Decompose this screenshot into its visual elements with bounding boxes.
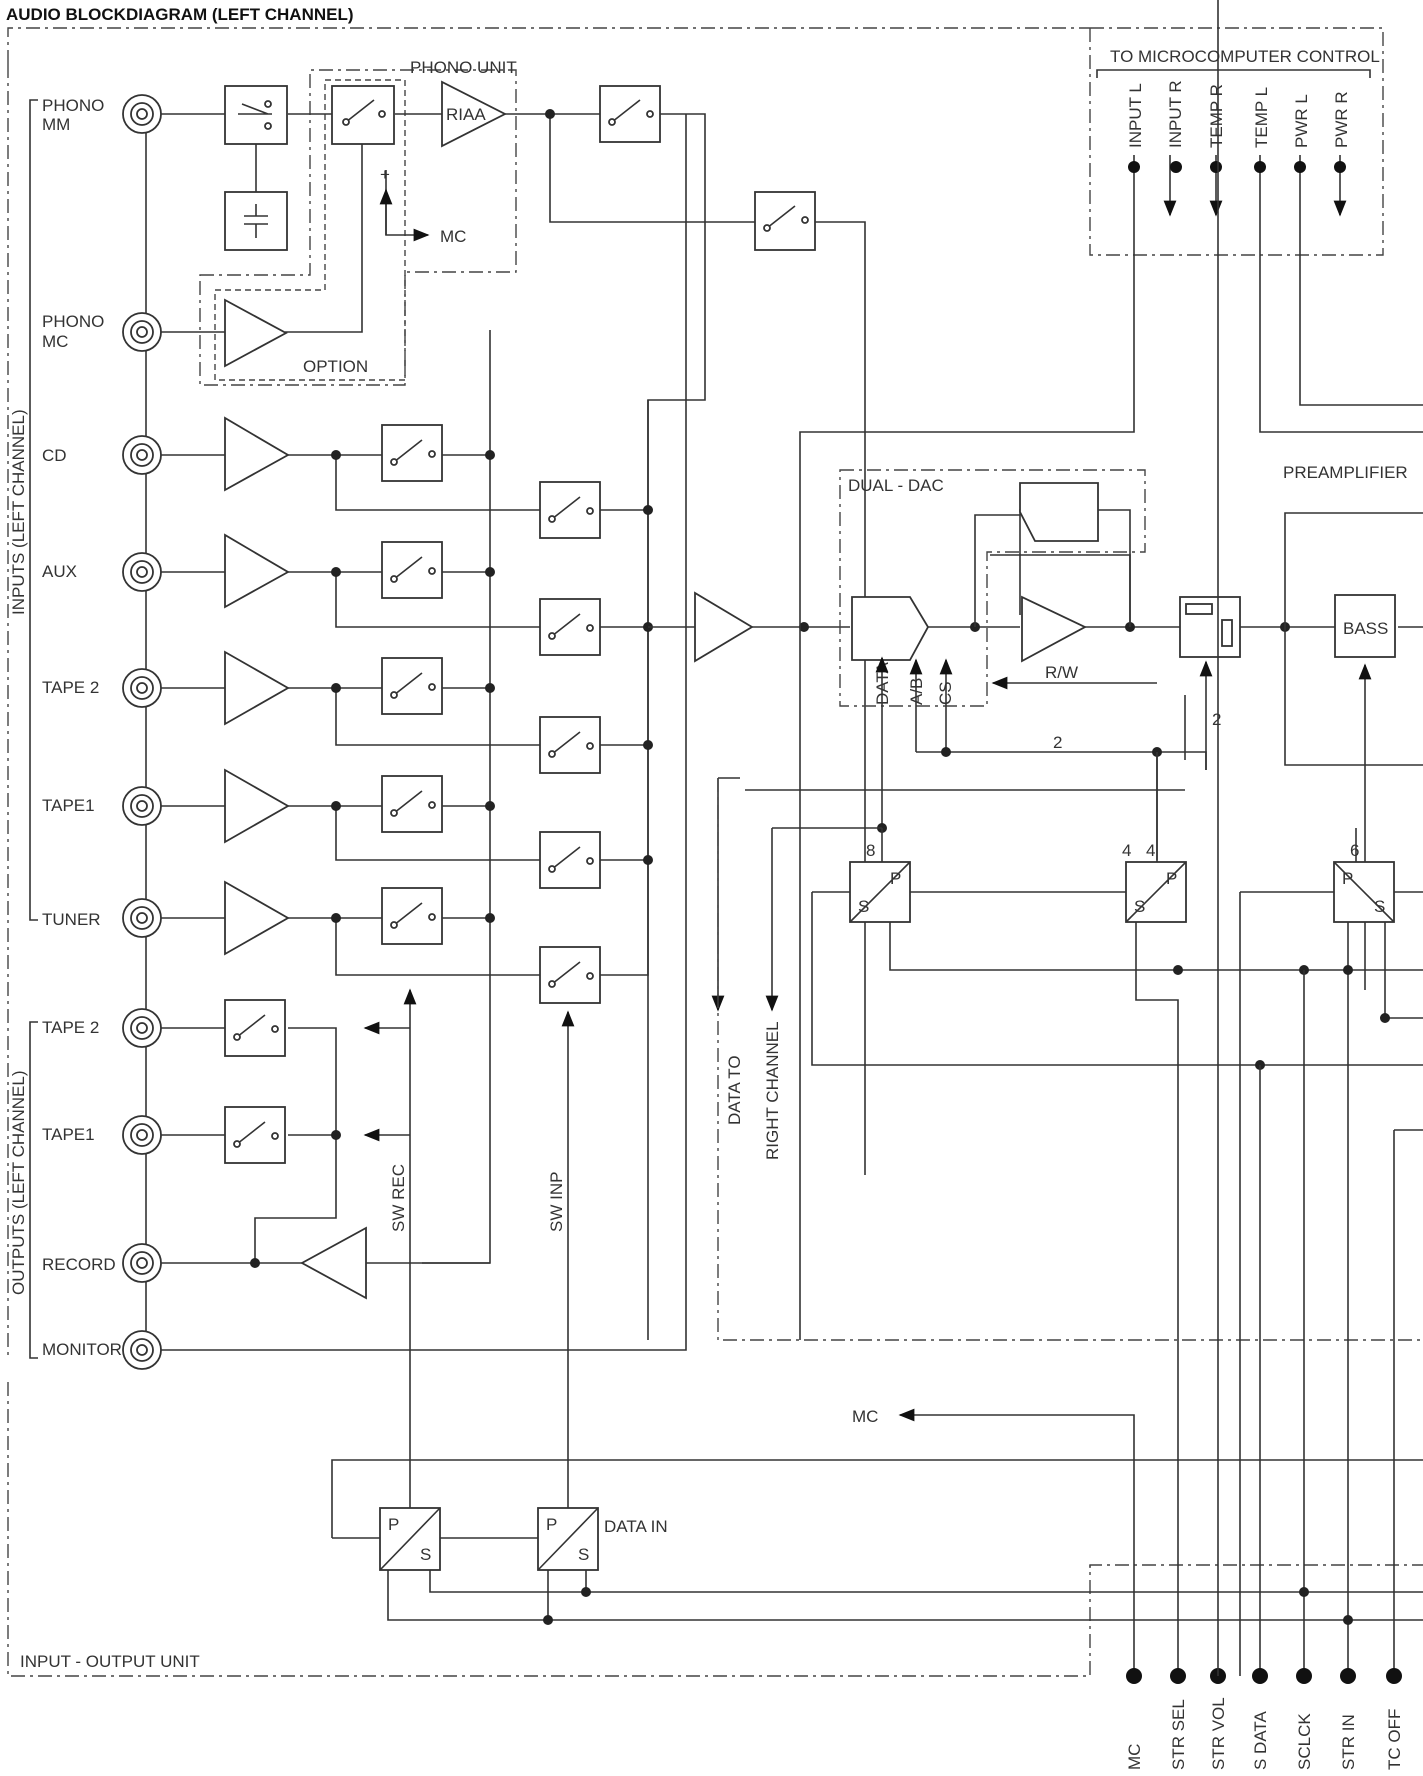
right-channel-label: RIGHT CHANNEL bbox=[763, 1021, 782, 1160]
micro-label: TO MICROCOMPUTER CONTROL bbox=[1110, 47, 1380, 66]
bass-block bbox=[1334, 594, 1396, 658]
svg-text:S: S bbox=[1134, 897, 1145, 916]
svg-text:SCLCK: SCLCK bbox=[1295, 1713, 1314, 1770]
svg-text:STR VOL: STR VOL bbox=[1209, 1697, 1228, 1770]
input-label-phono-mm2: MM bbox=[42, 115, 70, 134]
input-label-phono-mc2: MC bbox=[42, 332, 68, 351]
svg-text:P: P bbox=[1342, 869, 1353, 888]
mc-label: MC bbox=[440, 227, 466, 246]
rw-amp bbox=[1021, 595, 1087, 663]
svg-text:6: 6 bbox=[1350, 841, 1359, 860]
svg-text:PWR R: PWR R bbox=[1332, 91, 1351, 148]
data-to-label: DATA TO bbox=[725, 1055, 744, 1125]
input-label-phono: PHONO bbox=[42, 96, 104, 115]
num-2b: 2 bbox=[1212, 710, 1221, 729]
bus-terminals bbox=[1126, 1668, 1402, 1684]
svg-text:TC OFF: TC OFF bbox=[1385, 1709, 1404, 1770]
outputs-side-label: OUTPUTS (LEFT CHANNEL) bbox=[9, 1071, 28, 1296]
dac-a bbox=[851, 596, 930, 661]
svg-text:P: P bbox=[546, 1515, 557, 1534]
input-label-aux: AUX bbox=[42, 562, 77, 581]
option-label: OPTION bbox=[303, 357, 368, 376]
diagram-title: AUDIO BLOCKDIAGRAM (LEFT CHANNEL) bbox=[6, 5, 354, 24]
sw-inp-label: SW INP bbox=[547, 1172, 566, 1232]
svg-text:TEMP R: TEMP R bbox=[1207, 84, 1226, 148]
svg-text:P: P bbox=[890, 869, 901, 888]
output-label-record: RECORD bbox=[42, 1255, 116, 1274]
io-unit-label: INPUT - OUTPUT UNIT bbox=[20, 1652, 200, 1671]
dac-b bbox=[1019, 482, 1099, 542]
inputs-side-label: INPUTS (LEFT CHANNEL) bbox=[9, 409, 28, 615]
input-output-unit-border bbox=[7, 27, 1423, 1677]
svg-text:MC: MC bbox=[1125, 1744, 1144, 1770]
mc-preamp bbox=[224, 298, 288, 368]
micro-top-dots bbox=[1128, 161, 1346, 173]
svg-text:INPUT L: INPUT L bbox=[1126, 83, 1145, 148]
num-2a: 2 bbox=[1053, 733, 1062, 752]
riaa-label: RIAA bbox=[446, 105, 486, 124]
bus-bottom-labels: MC STR SEL STR VOL S DATA SCLCK STR IN T… bbox=[1125, 1697, 1404, 1770]
input-label-tape2: TAPE 2 bbox=[42, 678, 99, 697]
output-label-tape1: TAPE1 bbox=[42, 1125, 95, 1144]
svg-text:4: 4 bbox=[1146, 841, 1155, 860]
svg-text:4: 4 bbox=[1122, 841, 1131, 860]
microcomputer-box bbox=[1089, 27, 1384, 256]
svg-text:8: 8 bbox=[866, 841, 875, 860]
svg-text:P: P bbox=[1166, 869, 1177, 888]
phono-unit-border bbox=[199, 69, 517, 386]
svg-text:S: S bbox=[420, 1545, 431, 1564]
phono-mm-switch bbox=[224, 85, 288, 145]
input-label-phono-mc: PHONO bbox=[42, 312, 104, 331]
dual-dac-border bbox=[839, 469, 1146, 707]
svg-text:S DATA: S DATA bbox=[1251, 1710, 1270, 1770]
output-label-monitor: MONITOR bbox=[42, 1340, 122, 1359]
svg-text:INPUT R: INPUT R bbox=[1166, 80, 1185, 148]
option-border bbox=[214, 79, 406, 381]
input-label-cd: CD bbox=[42, 446, 67, 465]
phono-unit-label: PHONO UNIT bbox=[410, 58, 517, 77]
data-in-label: DATA IN bbox=[604, 1517, 668, 1536]
rw-label: R/W bbox=[1045, 663, 1078, 682]
preamp-label: PREAMPLIFIER bbox=[1283, 463, 1408, 482]
input-label-tuner: TUNER bbox=[42, 910, 101, 929]
micro-top-labels: INPUT L INPUT R TEMP R TEMP L PWR L PWR … bbox=[1126, 80, 1351, 148]
svg-text:S: S bbox=[1374, 897, 1385, 916]
sw-rec-label: SW REC bbox=[389, 1164, 408, 1232]
svg-text:TEMP L: TEMP L bbox=[1252, 87, 1271, 148]
jacks bbox=[122, 94, 162, 1370]
buffer-amp bbox=[694, 591, 754, 663]
capacitor-block bbox=[224, 191, 288, 251]
svg-text:S: S bbox=[578, 1545, 589, 1564]
bass-label: BASS bbox=[1343, 619, 1388, 638]
plus-label: + bbox=[380, 165, 390, 184]
svg-text:STR IN: STR IN bbox=[1339, 1714, 1358, 1770]
svg-text:PWR L: PWR L bbox=[1292, 94, 1311, 148]
mc-out-label: MC bbox=[852, 1407, 878, 1426]
svg-text:STR SEL: STR SEL bbox=[1169, 1699, 1188, 1770]
svg-text:P: P bbox=[388, 1515, 399, 1534]
input-rows bbox=[161, 330, 653, 1264]
riaa-amp bbox=[441, 80, 507, 148]
dac-label: DUAL - DAC bbox=[848, 476, 944, 495]
input-label-tape1: TAPE1 bbox=[42, 796, 95, 815]
output-label-tape2: TAPE 2 bbox=[42, 1018, 99, 1037]
svg-text:S: S bbox=[858, 897, 869, 916]
record-amp bbox=[300, 1226, 367, 1300]
